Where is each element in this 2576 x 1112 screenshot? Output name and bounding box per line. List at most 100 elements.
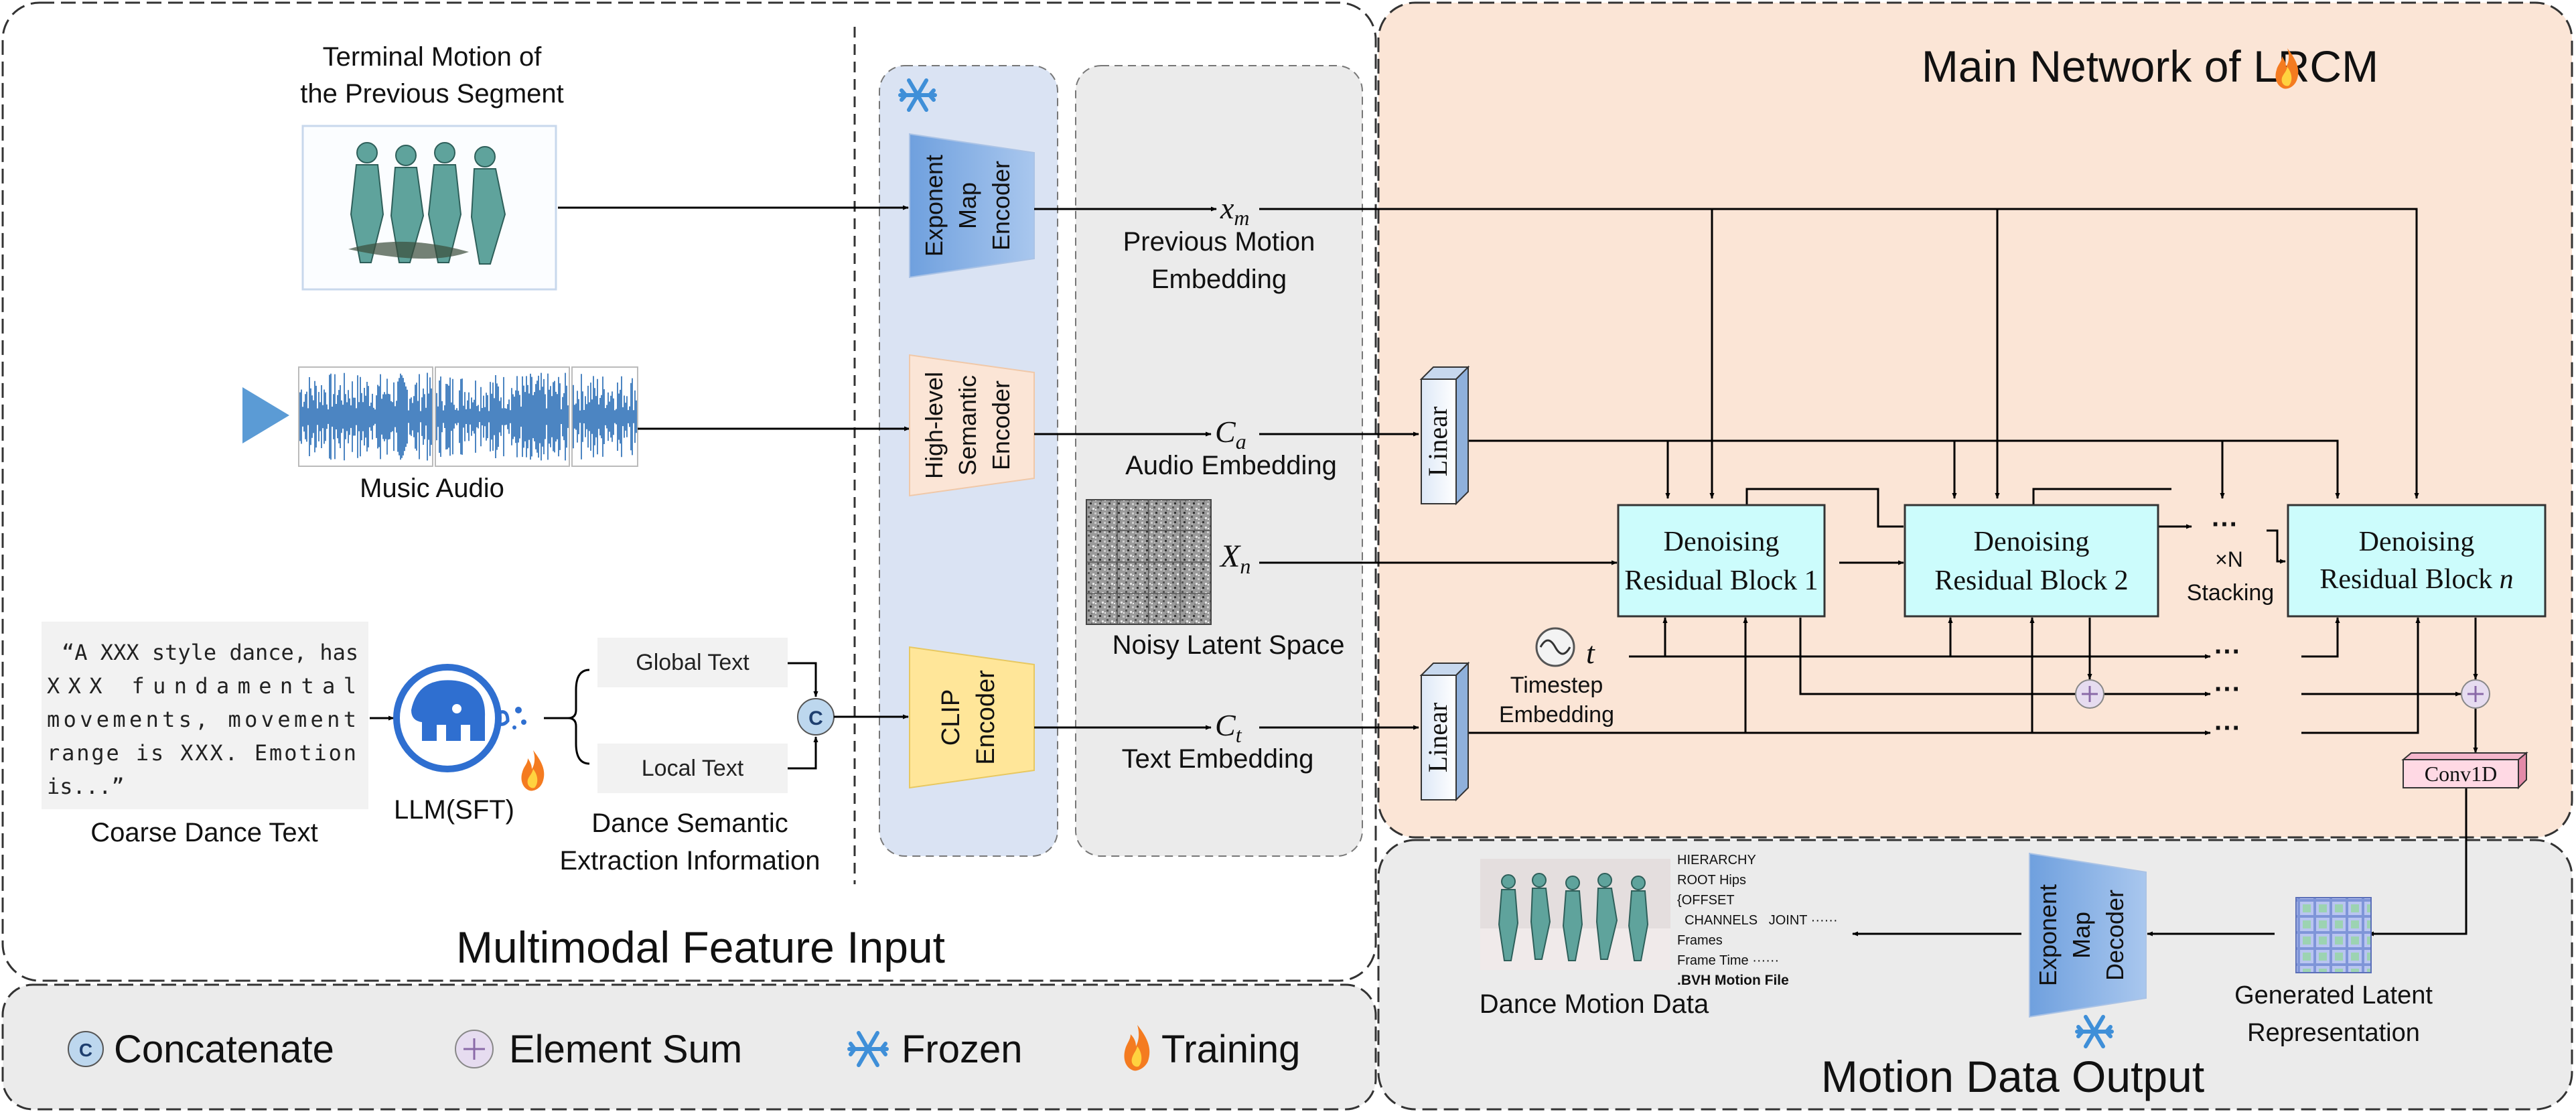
linear-label: Linear xyxy=(1423,407,1453,476)
block-label: Residual Block 1 xyxy=(1624,565,1818,596)
bvh-line: Frame Time ······ xyxy=(1677,953,1779,968)
output-panel xyxy=(1377,839,2573,1111)
sine-wave-icon xyxy=(1535,627,1575,667)
global-text-box xyxy=(597,638,788,687)
semantic-info-label: Extraction Information xyxy=(559,846,820,876)
linear-layer-text: Linear xyxy=(1419,661,1470,802)
legend-sum-label: Element Sum xyxy=(509,1028,742,1071)
music-audio-waveform xyxy=(298,366,638,467)
music-audio-label: Music Audio xyxy=(360,474,504,503)
embedding-column xyxy=(1075,65,1363,857)
stacking-dots: ··· xyxy=(2212,510,2238,539)
legend-sum-icon xyxy=(455,1030,494,1068)
xm-symbol: xm xyxy=(1220,191,1250,230)
denoising-residual-block-n: Denoising Residual Block n xyxy=(2287,504,2547,618)
bvh-line: CHANNELS JOINT ······ xyxy=(1677,913,1838,928)
coarse-text-line: is...” xyxy=(47,774,125,799)
network-connections xyxy=(1259,208,2478,936)
ct-symbol: Ct xyxy=(1215,708,1242,747)
local-text-box xyxy=(597,744,788,793)
frozen-snowflake-icon xyxy=(898,78,937,112)
semantic-encoder-label: High-level xyxy=(920,372,948,479)
legend-snowflake-icon xyxy=(847,1031,889,1067)
legend-concat-label: Concatenate xyxy=(114,1028,334,1071)
local-to-concat xyxy=(788,736,818,770)
timestep-embedding-label: Embedding xyxy=(1499,702,1614,727)
terminal-motion-label: the Previous Segment xyxy=(300,79,564,109)
coarse-text-line: XXX fundamental xyxy=(47,673,356,699)
previous-motion-image xyxy=(301,125,557,291)
global-text-label: Global Text xyxy=(636,650,749,675)
previous-motion-embedding-label: Previous Motion xyxy=(1123,227,1315,257)
exponent-map-encoder: Exponent Map Encoder xyxy=(909,133,1035,279)
noisy-latent-label: Noisy Latent Space xyxy=(1113,630,1345,660)
concat-symbol: C xyxy=(808,707,823,729)
block-label: Residual Block n xyxy=(2319,564,2513,595)
linear-label: Linear xyxy=(1423,703,1453,772)
high-level-semantic-encoder: High-level Semantic Encoder xyxy=(909,354,1035,497)
semantic-encoder-label: Encoder xyxy=(987,380,1015,470)
exponent-map-encoder-label: Map xyxy=(954,182,981,229)
bvh-line: {OFFSET xyxy=(1677,893,1735,908)
denoising-residual-block-1: Denoising Residual Block 1 xyxy=(1617,504,1826,618)
dance-motion-data-label: Dance Motion Data xyxy=(1480,989,1709,1019)
training-fire-icon xyxy=(521,750,545,791)
dance-motion-image xyxy=(1480,859,1670,970)
legend-fire-icon xyxy=(1124,1025,1150,1071)
legend-concat-icon xyxy=(68,1031,104,1067)
training-fire-icon xyxy=(2275,48,2299,89)
local-text-label: Local Text xyxy=(642,756,744,781)
ellipsis-text: ··· xyxy=(2214,713,2241,743)
ellipsis-sum: ··· xyxy=(2214,675,2241,704)
element-sum-node xyxy=(2461,679,2490,709)
coarse-dance-text-label: Coarse Dance Text xyxy=(90,818,317,847)
xn-symbol: Xn xyxy=(1219,539,1250,578)
coarse-text-line: “A XXX style dance, has xyxy=(62,640,358,665)
legend-concat-symbol: C xyxy=(79,1040,92,1060)
input-panel-title: Multimodal Feature Input xyxy=(456,922,945,972)
frozen-snowflake-icon xyxy=(2075,1015,2114,1048)
decoder-label: Decoder xyxy=(2101,890,2129,981)
decoder-label: Exponent xyxy=(2034,884,2062,986)
conv1d-label: Conv1D xyxy=(2425,762,2497,786)
legend-panel xyxy=(1,983,1377,1111)
denoising-residual-block-2: Denoising Residual Block 2 xyxy=(1904,504,2159,618)
audio-embedding-label: Audio Embedding xyxy=(1125,451,1337,480)
block-label: Denoising xyxy=(2359,527,2475,557)
bvh-title: .BVH Motion File xyxy=(1677,973,1789,988)
timestep-embedding-label: Timestep xyxy=(1510,673,1603,698)
legend-training-label: Training xyxy=(1161,1028,1300,1071)
exponent-map-encoder-label: Encoder xyxy=(987,161,1015,251)
coarse-text-line: range is XXX. Emotion xyxy=(47,740,356,766)
noisy-latent-grid xyxy=(1086,500,1211,624)
linear-layer-audio: Linear xyxy=(1419,365,1470,506)
stacking-times-n: ×N xyxy=(2215,547,2243,571)
terminal-motion-label: Terminal Motion of xyxy=(323,42,543,72)
text-embedding-label: Text Embedding xyxy=(1122,744,1314,774)
bvh-line: ROOT Hips xyxy=(1677,873,1746,888)
llm-elephant-icon xyxy=(393,664,526,772)
conv1d-layer: Conv1D xyxy=(2401,751,2528,790)
timestep-t-symbol: t xyxy=(1586,636,1595,670)
bvh-line: HIERARCHY xyxy=(1677,853,1756,867)
previous-motion-embedding-label: Embedding xyxy=(1151,265,1287,294)
global-to-concat xyxy=(788,662,818,697)
play-icon xyxy=(242,387,289,443)
network-panel xyxy=(1377,1,2573,839)
legend: C Concatenate Element Sum Frozen Trainin… xyxy=(68,1025,1300,1071)
semantic-encoder-label: Semantic xyxy=(954,375,981,476)
block-label: Denoising xyxy=(1974,527,2090,557)
block-label: Denoising xyxy=(1664,527,1780,557)
exponent-map-encoder-label: Exponent xyxy=(920,155,948,257)
clip-encoder-label: Encoder xyxy=(972,670,1000,765)
ca-symbol: Ca xyxy=(1215,415,1246,454)
generated-latent-label: Representation xyxy=(2247,1019,2420,1047)
ellipsis-timestep: ··· xyxy=(2214,637,2241,667)
block-label: Residual Block 2 xyxy=(1934,565,2128,596)
coarse-dance-text: “A XXX style dance, has XXX fundamental … xyxy=(42,622,368,809)
bvh-motion-file-text: HIERARCHY ROOT Hips {OFFSET CHANNELS JOI… xyxy=(1677,853,1838,988)
bvh-line: Frames xyxy=(1677,933,1723,948)
generated-latent-grid xyxy=(2295,897,2372,973)
llm-label: LLM(SFT) xyxy=(394,795,514,825)
output-panel-title: Motion Data Output xyxy=(1821,1052,2204,1101)
